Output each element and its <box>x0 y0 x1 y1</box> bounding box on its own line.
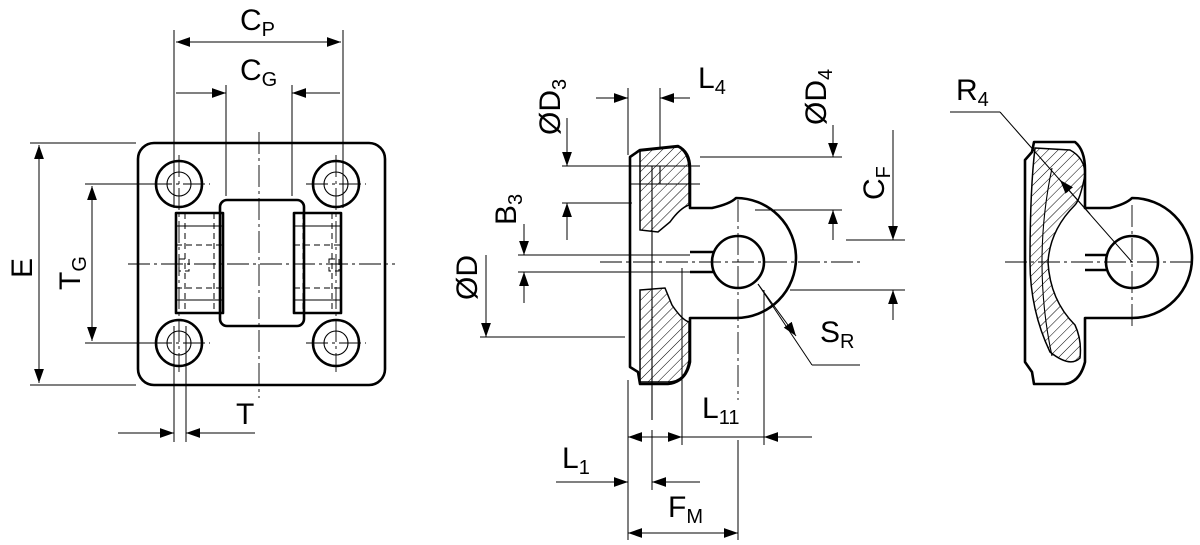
center-recess <box>218 198 306 328</box>
spherical-variant-view: R4 <box>950 74 1195 386</box>
right-lug <box>292 211 343 315</box>
l11-label: L11 <box>702 392 739 429</box>
r4-label: R4 <box>956 74 989 111</box>
cp-label: CP <box>240 4 275 41</box>
spherical-outline <box>1023 140 1194 386</box>
cg-label: CG <box>240 54 277 91</box>
tg-label: TG <box>54 256 91 290</box>
upper-section-hatch <box>639 146 690 233</box>
l4-label: L4 <box>698 62 726 99</box>
fm-label: FM <box>668 491 703 528</box>
d3-label: ØD3 <box>534 79 571 135</box>
e-label: E <box>6 258 39 278</box>
spherical-hatch <box>1029 147 1086 363</box>
clevis-outline <box>628 144 798 386</box>
side-section-view: ØD3 L4 ØD4 CF B3 ØD SR L11 L1 FM <box>451 62 905 540</box>
l1-label: L1 <box>562 442 590 479</box>
sr-label: SR <box>820 316 854 353</box>
b3-label: B3 <box>490 194 527 225</box>
front-view: CP CG E TG T <box>6 4 395 442</box>
d-label: ØD <box>451 255 484 300</box>
d4-label: ØD4 <box>800 69 837 125</box>
left-lug <box>174 211 225 315</box>
cf-label: CF <box>858 166 895 200</box>
t-label: T <box>236 398 254 431</box>
